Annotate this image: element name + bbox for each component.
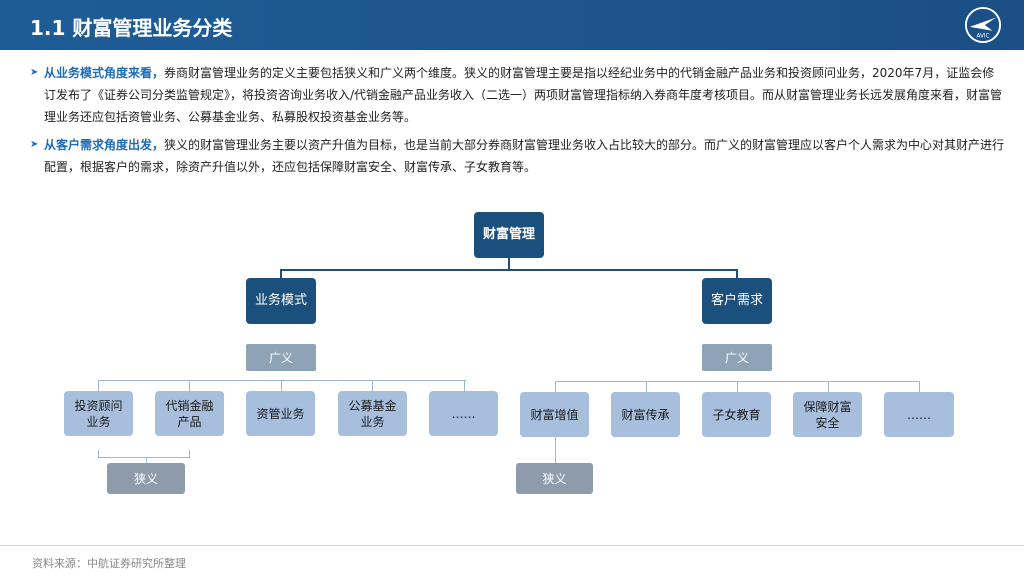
label-narrow-right: 狭义 bbox=[516, 463, 593, 494]
bullet-business-model: ➤ 从业务模式角度来看，券商财富管理业务的定义主要包括狭义和广义两个维度。狭义的… bbox=[30, 62, 1005, 128]
source-note: 资料来源：中航证券研究所整理 bbox=[32, 557, 186, 570]
connector-left-drop bbox=[464, 380, 465, 392]
bullet-list: ➤ 从业务模式角度来看，券商财富管理业务的定义主要包括狭义和广义两个维度。狭义的… bbox=[30, 62, 1005, 184]
node-asset-management: 资管业务 bbox=[246, 391, 315, 436]
connector-left-drop bbox=[189, 380, 190, 392]
page-title: 1.1 财富管理业务分类 bbox=[30, 16, 233, 40]
bullet-text: 狭义的财富管理业务主要以资产升值为目标，也是当前大部分券商财富管理业务收入占比较… bbox=[44, 138, 1005, 174]
arrow-bullet-icon: ➤ bbox=[30, 139, 39, 150]
title-bar: 1.1 财富管理业务分类 AVIC bbox=[0, 0, 1024, 50]
connector-right-drop bbox=[828, 381, 829, 393]
connector-left-items bbox=[98, 380, 466, 381]
node-right-more: …… bbox=[884, 392, 954, 437]
arrow-bullet-icon: ➤ bbox=[30, 67, 39, 78]
connector-left-drop bbox=[281, 380, 282, 392]
node-investment-advisory: 投资顾问业务 bbox=[64, 391, 133, 436]
bullet-lead: 从业务模式角度来看， bbox=[44, 66, 165, 80]
connector-right-drop bbox=[646, 381, 647, 393]
node-left-more: …… bbox=[429, 391, 498, 436]
node-children-education: 子女教育 bbox=[702, 392, 771, 437]
connector-root-down bbox=[508, 258, 510, 270]
label-broad-left: 广义 bbox=[246, 344, 316, 371]
footer-divider bbox=[0, 545, 1024, 546]
label-broad-right: 广义 bbox=[702, 344, 772, 371]
connector-left-drop bbox=[98, 380, 99, 392]
bullet-text: 券商财富管理业务的定义主要包括狭义和广义两个维度。狭义的财富管理主要是指以经纪业… bbox=[44, 66, 1003, 124]
node-wealth-inheritance: 财富传承 bbox=[611, 392, 680, 437]
node-root: 财富管理 bbox=[474, 212, 544, 258]
svg-text:AVIC: AVIC bbox=[976, 33, 989, 39]
connector-left-narrow bbox=[98, 450, 99, 458]
connector-to-right bbox=[736, 269, 738, 279]
connector-right-narrow bbox=[555, 437, 556, 464]
connector-right-drop bbox=[919, 381, 920, 393]
connector-left-drop bbox=[372, 380, 373, 392]
node-customer-needs: 客户需求 bbox=[702, 278, 772, 324]
node-business-model: 业务模式 bbox=[246, 278, 316, 324]
bullet-lead: 从客户需求角度出发， bbox=[44, 138, 165, 152]
node-wealth-security: 保障财富安全 bbox=[793, 392, 862, 437]
connector-to-left bbox=[280, 269, 282, 279]
connector-right-drop bbox=[737, 381, 738, 393]
connector-right-drop bbox=[555, 381, 556, 393]
bullet-customer-needs: ➤ 从客户需求角度出发，狭义的财富管理业务主要以资产升值为目标，也是当前大部分券… bbox=[30, 134, 1005, 178]
connector-left-narrow-down bbox=[146, 457, 147, 463]
avic-logo-icon: AVIC bbox=[964, 6, 1002, 44]
connector-left-narrow-bar bbox=[98, 457, 190, 458]
connector-root-horizontal bbox=[280, 269, 738, 271]
node-public-fund: 公募基金业务 bbox=[338, 391, 407, 436]
node-product-distribution: 代销金融产品 bbox=[155, 391, 224, 436]
label-narrow-left: 狭义 bbox=[107, 463, 185, 494]
connector-left-narrow bbox=[189, 450, 190, 458]
node-wealth-growth: 财富增值 bbox=[520, 392, 589, 437]
